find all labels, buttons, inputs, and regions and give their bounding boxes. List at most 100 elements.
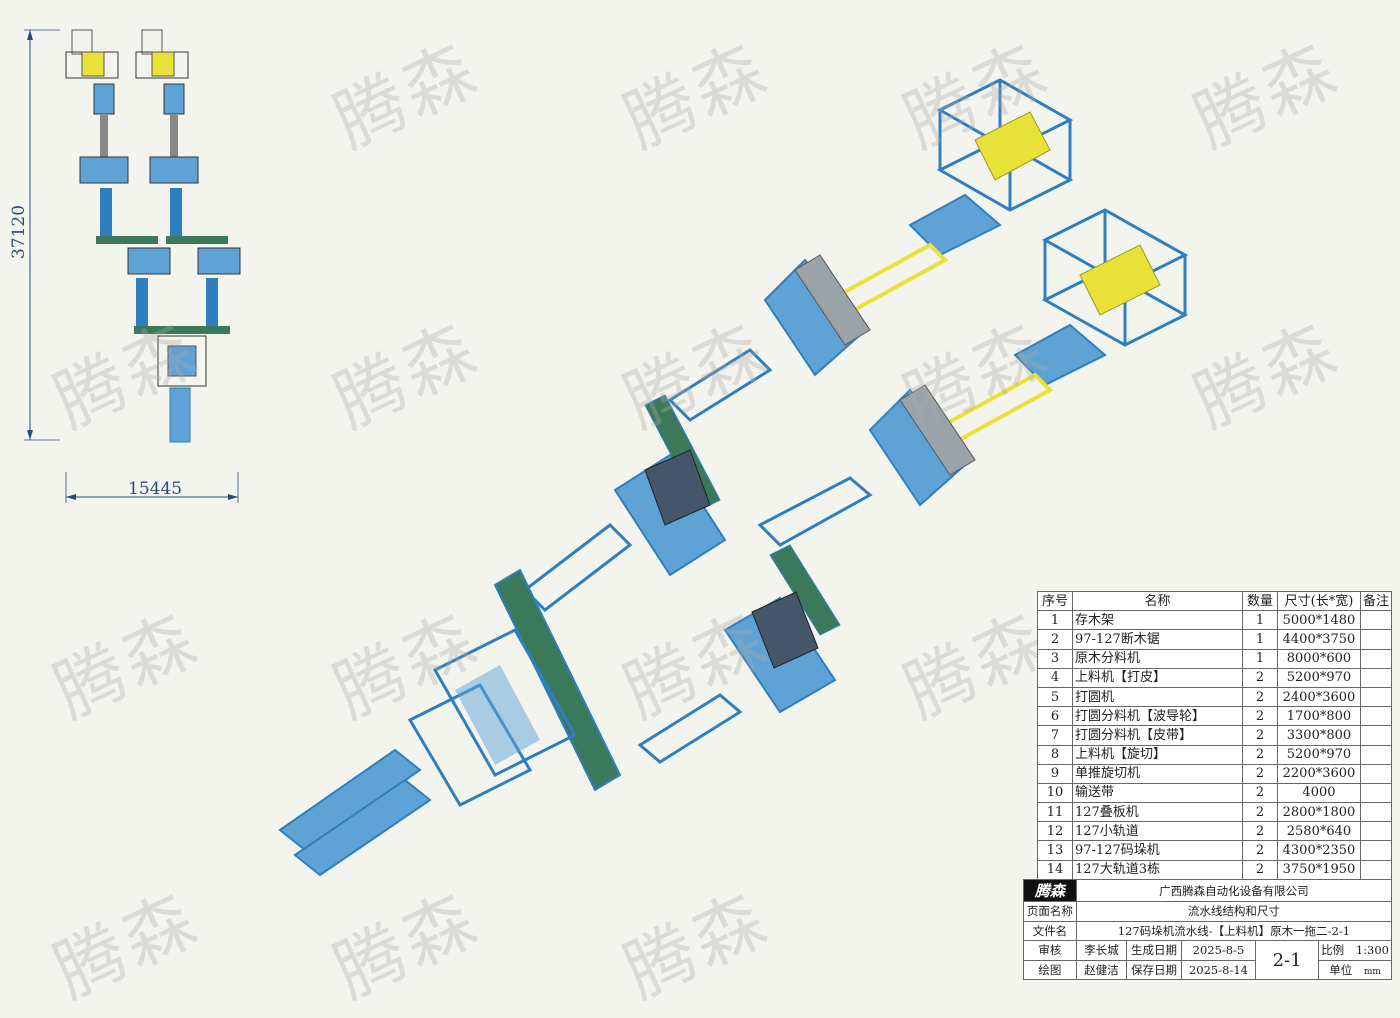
bom-cell-name: 打圆机: [1071, 686, 1243, 708]
bom-cell-size: 2200*3600: [1276, 763, 1361, 784]
stacker-frame: [407, 628, 578, 807]
bom-cell-name: 127大轨道3栋: [1071, 859, 1243, 880]
bom-cell-name: 127叠板机: [1071, 802, 1243, 823]
bom-header-name: 名称: [1071, 590, 1243, 612]
bom-cell-size: 2400*3600: [1276, 686, 1361, 708]
bom-cell-size: 5200*970: [1276, 667, 1361, 688]
output-rails: [278, 748, 432, 877]
created-label: 生成日期: [1126, 940, 1182, 961]
page-name-value: 流水线结构和尺寸: [1075, 901, 1393, 922]
bom-cell-size: 5200*970: [1276, 744, 1361, 765]
bom-cell-index: 11: [1037, 802, 1073, 823]
bom-cell-size: 2800*1800: [1276, 802, 1361, 823]
bom-cell-index: 8: [1037, 744, 1073, 765]
bom-cell-qty: 2: [1241, 667, 1278, 688]
bom-cell-size: 4000: [1276, 782, 1361, 804]
bom-cell-note: [1359, 821, 1393, 842]
bom-cell-name: 上料机【打皮】: [1071, 667, 1243, 688]
bom-cell-index: 9: [1037, 763, 1073, 784]
bom-cell-qty: 2: [1241, 686, 1278, 708]
review-label: 审核: [1023, 940, 1077, 961]
rounding-machine-1: [613, 449, 727, 577]
bom-cell-name: 打圆分料机【波导轮】: [1071, 706, 1243, 727]
saved-date: 2025-8-14: [1180, 959, 1257, 981]
bom-cell-note: [1359, 859, 1393, 880]
bom-cell-name: 打圆分料机【皮带】: [1071, 725, 1243, 746]
bom-cell-size: 4300*2350: [1276, 840, 1361, 861]
bom-cell-size: 3750*1950: [1276, 859, 1361, 880]
bom-header-note: 备注: [1359, 590, 1393, 612]
bom-cell-note: [1359, 648, 1393, 669]
bom-cell-name: 97-127断木锯: [1071, 629, 1243, 650]
drawing-label: 绘图: [1023, 959, 1077, 981]
bom-cell-note: [1359, 610, 1393, 631]
bom-cell-name: 存木架: [1071, 610, 1243, 631]
bom-cell-index: 13: [1037, 840, 1073, 861]
bom-cell-qty: 2: [1241, 859, 1278, 880]
plan-view: [24, 29, 241, 503]
company-logo: 腾森: [1023, 879, 1077, 902]
bom-cell-size: 8000*600: [1276, 648, 1361, 669]
bom-header-index: 序号: [1037, 590, 1073, 612]
unit-cell: 单位 mm: [1318, 959, 1392, 981]
bom-cell-note: [1359, 744, 1393, 765]
bom-cell-name: 原木分料机: [1071, 648, 1243, 669]
bom-cell-qty: 1: [1241, 629, 1278, 650]
log-storage-rack-1: [936, 78, 1074, 212]
bom-cell-index: 6: [1037, 706, 1073, 727]
bom-header-qty: 数量: [1241, 590, 1278, 612]
file-name-label: 文件名: [1023, 920, 1077, 942]
unit-value: mm: [1363, 967, 1381, 978]
bom-cell-size: 5000*1480: [1276, 610, 1361, 631]
scale-label: 比例: [1321, 943, 1345, 958]
bom-cell-index: 14: [1037, 859, 1073, 880]
debarker-1: [763, 254, 871, 377]
bom-cell-note: [1359, 686, 1393, 708]
bom-cell-qty: 1: [1241, 648, 1278, 669]
bom-header-row: 序号 名称 数量 尺寸(长*宽) 备注: [1037, 590, 1393, 612]
saved-label: 保存日期: [1126, 959, 1182, 981]
scale-value: 1:300: [1355, 943, 1389, 958]
bom-cell-index: 10: [1037, 782, 1073, 804]
bom-cell-index: 4: [1037, 667, 1073, 688]
bom-cell-qty: 2: [1241, 744, 1278, 765]
debarker-2: [868, 384, 976, 507]
sheet-number: 2-1: [1255, 940, 1320, 981]
bom-cell-size: 1700*800: [1276, 706, 1361, 727]
bom-cell-note: [1359, 667, 1393, 688]
bom-cell-size: 3300*800: [1276, 725, 1361, 746]
bom-cell-qty: 2: [1241, 706, 1278, 727]
layout-drawing: [24, 29, 1189, 877]
bom-cell-name: 127小轨道: [1071, 821, 1243, 842]
page-name-label: 页面名称: [1023, 901, 1077, 922]
bom-cell-name: 97-127码垛机: [1071, 840, 1243, 861]
bom-cell-note: [1359, 782, 1393, 804]
bom-cell-qty: 2: [1241, 840, 1278, 861]
width-dimension-label: 15445: [128, 479, 183, 499]
title-block: 腾森 广西腾森自动化设备有限公司 页面名称 流水线结构和尺寸 文件名 127码垛…: [1023, 879, 1393, 981]
bom-cell-note: [1359, 706, 1393, 727]
created-date: 2025-8-5: [1180, 940, 1257, 961]
bom-cell-name: 上料机【旋切】: [1071, 744, 1243, 765]
bom-cell-qty: 2: [1241, 763, 1278, 784]
bom-cell-index: 3: [1037, 648, 1073, 669]
bom-cell-qty: 2: [1241, 821, 1278, 842]
bom-cell-size: 4400*3750: [1276, 629, 1361, 650]
unit-label: 单位: [1329, 963, 1353, 978]
bom-cell-note: [1359, 802, 1393, 823]
bom-cell-qty: 1: [1241, 610, 1278, 631]
bom-cell-note: [1359, 763, 1393, 784]
bom-cell-qty: 2: [1241, 725, 1278, 746]
